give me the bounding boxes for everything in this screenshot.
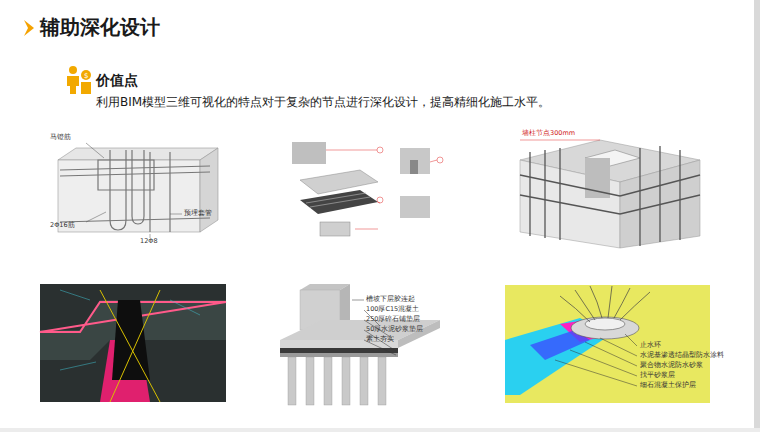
dimension-label: 墙柱节点300mm (522, 130, 575, 137)
layer-label: 找平砂浆层 (640, 372, 675, 379)
beam-rebar-figure (58, 143, 218, 238)
pile-cap-figure (280, 284, 440, 405)
rebar-label: 12Φ8 (140, 238, 158, 245)
svg-text:$: $ (84, 72, 88, 80)
layer-label: 100厚C15混凝土 (366, 306, 419, 313)
body-text: 利用BIM模型三维可视化的特点对于复杂的节点进行深化设计，提高精细化施工水平。 (96, 96, 550, 110)
layer-label: 250厚碎石铺垫层 (366, 316, 420, 323)
layer-label: 细石混凝土保护层 (640, 382, 696, 389)
value-heading: 价值点 (96, 72, 138, 88)
edge-bar (754, 0, 760, 432)
layer-label: 止水环 (640, 342, 661, 349)
layer-label: 素土夯实 (366, 336, 394, 343)
title-chevron (24, 20, 34, 36)
rebar-label: 2Φ16筋 (50, 222, 75, 229)
slide-title: 辅助深化设计 (40, 16, 160, 39)
edge-bar (0, 428, 760, 432)
rebar-label: 马镫筋 (50, 134, 71, 141)
layer-label: 槽坡下层胶连起 (366, 296, 415, 303)
rebar-label: 预埋套管 (184, 210, 212, 217)
layer-label: 聚合物水泥防水砂浆 (640, 362, 703, 369)
column-rebar-figure (520, 140, 700, 248)
layer-label: 50厚水泥砂浆垫层 (366, 326, 423, 333)
dark-section-figure (40, 284, 226, 402)
value-icon: $ (67, 66, 91, 94)
waterproof-figure (505, 285, 710, 403)
layer-label: 水泥基渗透结晶型防水涂料 (640, 352, 724, 359)
layer-explode-figure (292, 142, 443, 236)
